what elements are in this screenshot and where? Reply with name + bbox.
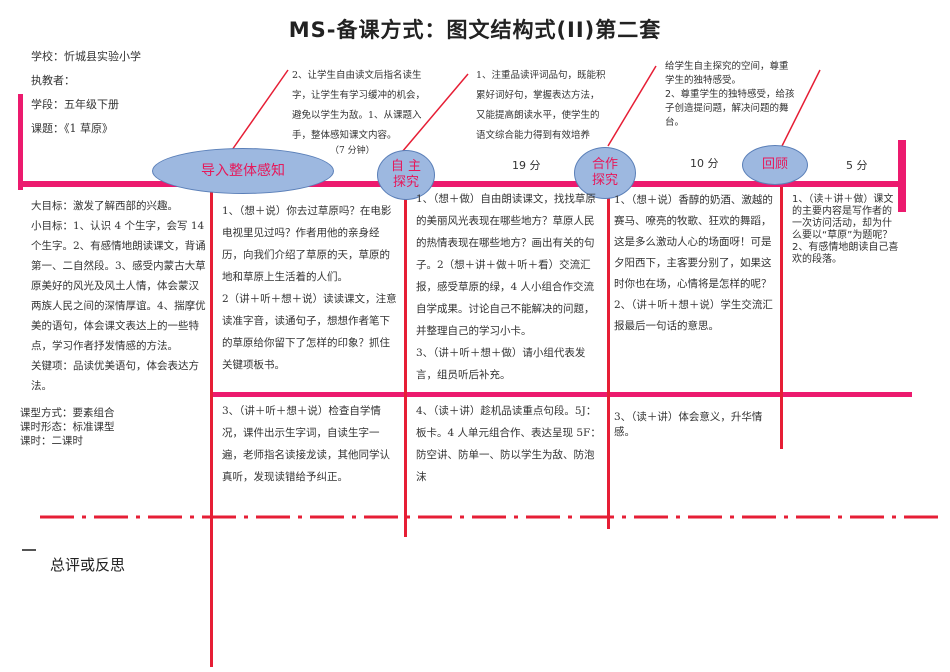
step-self-study-2: 4、（读＋讲）趁机品读重点句段。5J：板卡。4 人单元组合作、表达呈现 5F：防… [416,405,601,483]
column-line-2 [404,187,407,537]
stage-review-label: 回顾 [761,157,788,172]
step-self-study-1: 1、（想＋做）自由朗读课文，找找草原的美丽风光表现在哪些地方？草原人民的热情表现… [416,193,596,381]
stage-intro-label: 导入整体感知 [201,163,285,179]
footer-reflection: 总评或反思 [50,556,126,574]
step-cooperate-2: 3、（读＋讲）体会意义，升华情感。 [614,411,763,438]
minutes-review: 5 分 [846,159,868,172]
stage-cooperate-oval: 合作 探究 [574,147,636,199]
footer-marker [22,549,36,551]
stage-intro-oval: 导入整体感知 [152,148,334,194]
minutes-self-study: 19 分 [512,159,541,172]
class-type-text: 课型方式：要素组合 课时形态：标准课型 课时：二课时 [20,407,115,447]
minutes-cooperate: 10 分 [690,157,719,170]
page-title: MS-备课方式：图文结构式(II)第二套 [288,18,662,42]
right-bar [898,140,906,212]
objectives-text: 大目标：激发了解西部的兴趣。 小目标：1、认识 4 个生字，会写 14 个生字。… [31,200,206,392]
step-intro-2: 3、（讲＋听＋想＋说）检查自学情况，课件出示生字词，自读生字一遍，老师指名读接龙… [222,405,390,483]
stage-self-study-label: 自 主 探究 [390,159,422,190]
callout-intro-time: （7 分钟） [330,146,375,156]
stage-self-study-oval: 自 主 探究 [377,150,435,200]
step-intro-1: 1、（想＋说）你去过草原吗？在电影电视里见过吗？作者用他的亲身经历，向我们介绍了… [222,205,397,371]
callout-intro: 2、让学生自由读文后指名读生字，让学生有学习缓冲的机会，避免以学生为敌。1、从课… [292,70,426,141]
left-bar [18,94,23,190]
lesson-info: 课题：《1 草原》 [31,122,113,135]
callout-cooperate: 给学生自主探究的空间，尊重学生的独特感受。 2、尊重学生的独特感受，给孩子创造提… [665,61,795,128]
callout-self-study: 1、注重品读评词品句，既能积累好词好句，掌握表达方法，又能提高朗读水平，使学生的… [476,70,606,141]
column-line-4 [780,187,783,449]
step-cooperate-1: 1、（想＋说）香醇的奶酒、激越的赛马、嘹亮的牧歌、狂欢的舞蹈，这是多么激动人心的… [614,194,773,332]
divider-bar [210,392,912,397]
step-review-1: 1、（读＋讲＋做）课文的主要内容是写作者的一次访问活动，却为什么要以“草原”为题… [792,194,899,265]
column-line-3 [607,187,610,529]
school-info: 学校：忻城县实验小学 [31,50,141,63]
stage-cooperate-label: 合作 探究 [591,157,618,188]
teacher-info: 执教者： [31,74,75,87]
stage-review-oval: 回顾 [742,145,808,185]
grade-info: 学段：五年级下册 [31,98,119,111]
timeline-bar [18,181,904,187]
column-line-1 [210,187,213,667]
